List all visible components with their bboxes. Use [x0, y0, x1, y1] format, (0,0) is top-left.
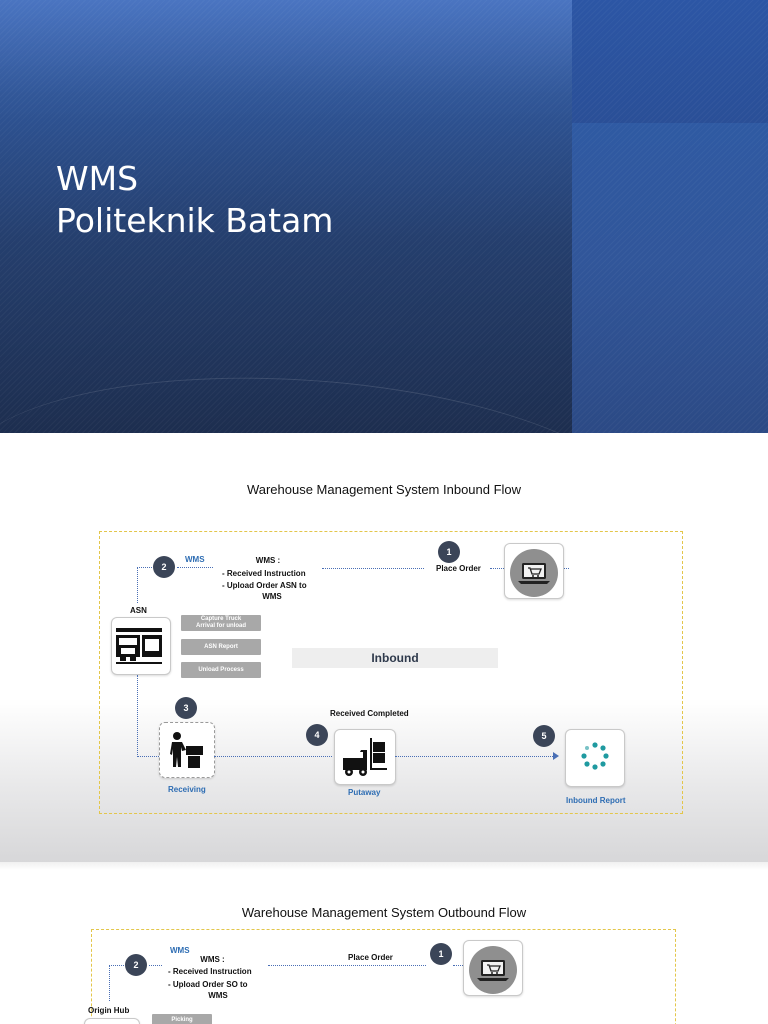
received-completed-label: Received Completed [330, 709, 409, 718]
outbound-connector-step2-down [109, 965, 110, 1001]
asn-report-button: ASN Report [181, 639, 261, 655]
step-1-badge: 1 [438, 541, 460, 563]
connector-step2-down [137, 567, 138, 603]
title-line-wms: WMS [56, 159, 139, 198]
connector-putaway-report [395, 756, 553, 757]
outbound-wms-tag: WMS [170, 946, 190, 955]
asn-label: ASN [130, 606, 147, 615]
outbound-connector-cart [453, 965, 463, 966]
wms-heading: WMS : [255, 556, 281, 565]
shopping-cart-laptop-icon [510, 549, 558, 597]
outbound-instruction-received: - Received Instruction [168, 967, 252, 976]
receiving-card [159, 722, 215, 778]
outbound-instruction-upload-so: - Upload Order SO to [168, 980, 248, 989]
step-5-badge: 5 [533, 725, 555, 747]
outbound-title: Warehouse Management System Outbound Flo… [241, 905, 527, 920]
slide-divider-shadow [0, 862, 768, 870]
connector-asn-down [137, 675, 138, 757]
instruction-wms: WMS [262, 592, 282, 601]
outbound-place-order-label: Place Order [348, 953, 393, 962]
origin-hub-card [84, 1018, 140, 1024]
unload-process-button: Unload Process [181, 662, 261, 678]
capture-line-1: Capture Truck [200, 616, 242, 622]
place-order-label: Place Order [436, 564, 481, 573]
connector-to-receiving [137, 756, 159, 757]
inbound-report-card [565, 729, 625, 787]
right-accent-panel [572, 0, 768, 433]
arrow-right-icon [553, 752, 559, 760]
instruction-upload-asn: - Upload Order ASN to [222, 581, 307, 590]
outbound-wms-heading: WMS : [200, 955, 225, 964]
truck-dock-icon [116, 628, 162, 664]
worker-boxes-icon [170, 732, 203, 768]
outbound-diagram-frame [91, 929, 676, 1024]
inbound-flow-slide: Warehouse Management System Inbound Flow… [0, 433, 768, 862]
step-4-badge: 4 [306, 724, 328, 746]
slide-title: WMS Politeknik Batam [56, 158, 333, 242]
top-band [0, 0, 572, 123]
outbound-connector-step2-right [149, 965, 162, 966]
right-accent-upper [572, 0, 768, 123]
connector-step2-left [137, 567, 152, 568]
origin-hub-label: Origin Hub [88, 1006, 130, 1015]
loading-spinner-icon [581, 742, 609, 770]
title-slide: WMS Politeknik Batam [0, 0, 768, 433]
title-line-institution: Politeknik Batam [56, 201, 334, 240]
connector-step2-right [177, 567, 213, 568]
outbound-step-1-badge: 1 [430, 943, 452, 965]
receiving-label: Receiving [168, 785, 206, 794]
connector-place-order-right [490, 568, 504, 569]
connector-cart-right [563, 568, 569, 569]
outbound-shopping-cart-laptop-icon [469, 946, 517, 994]
instruction-received: - Received Instruction [222, 569, 306, 578]
outbound-connector-place-order [268, 965, 426, 966]
inbound-title: Warehouse Management System Inbound Flow [246, 482, 522, 497]
outbound-connector-step2-left [109, 965, 124, 966]
inbound-stage-label: Inbound [292, 648, 498, 668]
capture-line-2: Arrival for unload [195, 623, 246, 629]
asn-truck-card [111, 617, 171, 675]
outbound-instruction-wms: WMS [208, 991, 228, 1000]
connector-place-order [322, 568, 424, 569]
forklift-icon [343, 738, 387, 776]
order-laptop-card [504, 543, 564, 599]
outbound-flow-slide: Warehouse Management System Outbound Flo… [0, 862, 768, 1024]
wms-tag: WMS [185, 555, 205, 564]
inbound-report-label: Inbound Report [566, 796, 626, 805]
outbound-order-laptop-card [463, 940, 523, 996]
picking-button: Picking [152, 1014, 212, 1024]
outbound-step-2-badge: 2 [125, 954, 147, 976]
step-2-badge: 2 [153, 556, 175, 578]
putaway-card [334, 729, 396, 785]
background-texture [0, 0, 768, 433]
connector-receiving-putaway [214, 756, 332, 757]
inbound-diagram-frame [99, 531, 683, 814]
step-3-badge: 3 [175, 697, 197, 719]
putaway-label: Putaway [348, 788, 381, 797]
